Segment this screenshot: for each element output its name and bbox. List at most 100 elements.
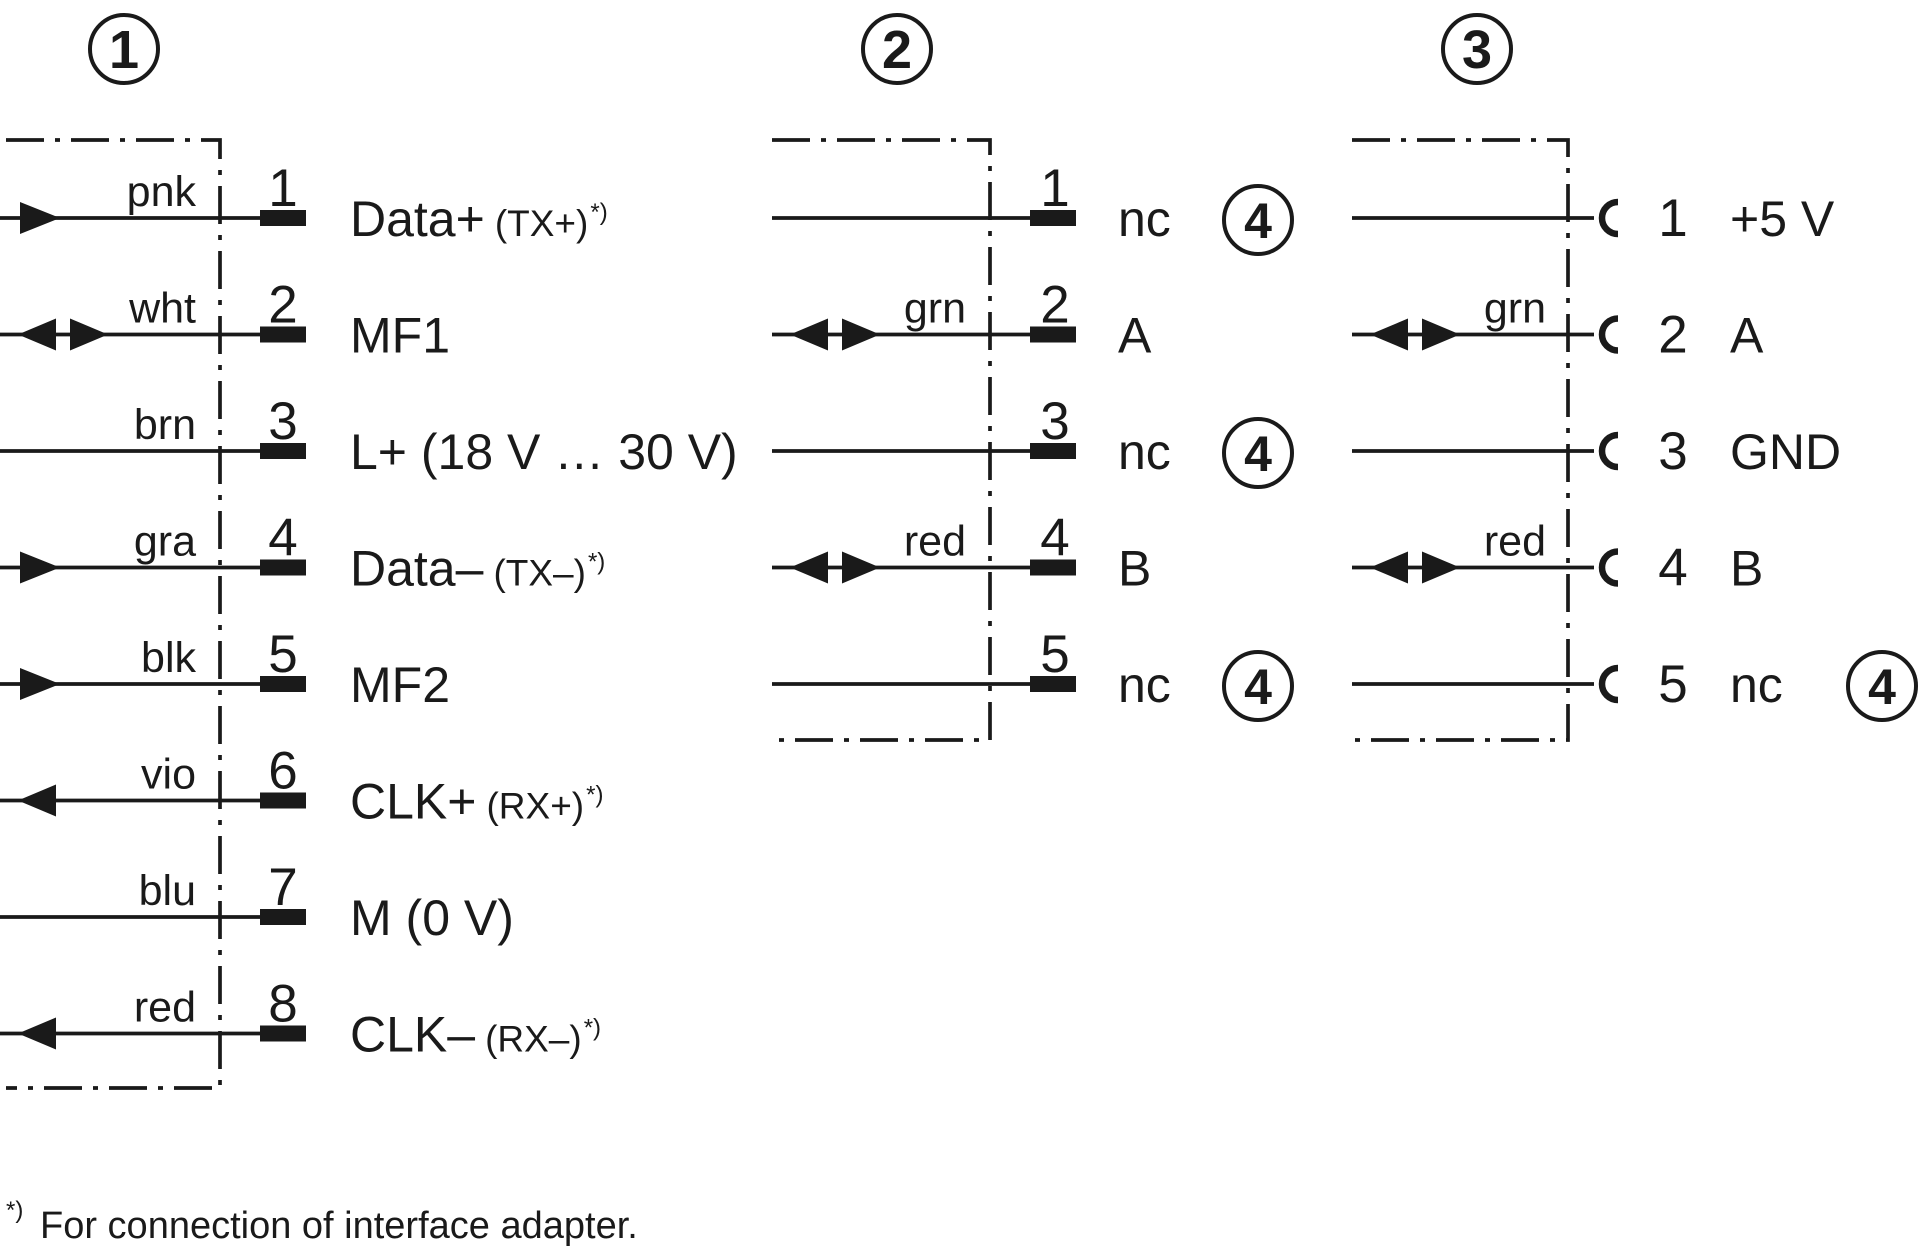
arrow-left-icon [1370,551,1408,584]
arrow-left-icon [18,318,56,351]
signal-label: MF2 [350,657,450,713]
signal-name: A [1730,308,1764,364]
pin-contact [260,326,306,343]
signal-name: nc [1118,424,1171,480]
header-connector-2: 2 [861,13,933,85]
header-circle-2 [861,13,933,85]
signal-name: CLK+(RX+)*) [350,774,603,830]
footnote-text: For connection of interface adapter. [40,1205,638,1247]
reference-marker: 4 [1222,650,1294,722]
pin-number: 1 [268,159,297,218]
arrow-left-icon [18,784,56,817]
arrow-right-icon [70,318,108,351]
signal-label: M (0 V) [350,890,514,946]
arrow-right-icon [842,551,880,584]
header-number-3: 3 [1462,20,1492,80]
pin-contact [260,792,306,809]
marker-circle [1222,417,1294,489]
pin-number: 6 [268,742,297,801]
header-circle-3 [1441,13,1513,85]
signal-name: Data–(TX–)*) [350,541,605,597]
signal-name: MF2 [350,657,450,713]
signal-name: nc [1730,657,1783,713]
connector-3-frame [1352,138,1570,742]
signal-name: nc [1118,657,1171,713]
pin-contact [260,676,306,692]
marker-number: 4 [1244,426,1272,482]
pin-number: 4 [1040,509,1069,568]
pin-number: 1 [1658,189,1687,248]
pin-contact [260,559,306,576]
wire-color-label: brn [134,401,196,449]
connector-3-pin-3: 3 GND [1352,422,1841,481]
wire-color-label: grn [904,285,966,333]
arrow-right-icon [20,668,60,700]
arrow-left-icon [790,551,828,584]
header-circle-1 [88,13,160,85]
signal-name: CLK–(RX–)*) [350,1007,601,1063]
pin-contact [1030,559,1076,576]
wire-color-label: vio [141,751,196,799]
pin-number: 1 [1040,159,1069,218]
wire-color-label: wht [128,285,196,333]
pin-number: 5 [268,625,297,684]
marker-circle [1846,650,1918,722]
signal-name: B [1118,541,1151,597]
socket-contact-icon [1598,315,1619,354]
pin-number: 4 [1658,539,1687,598]
pin-number: 5 [1040,625,1069,684]
reference-marker: 4 [1222,417,1294,489]
arrow-left-icon [790,318,828,351]
pin-number: 2 [1658,306,1687,365]
reference-marker: 4 [1846,650,1918,722]
footnote-mark: *) [6,1197,23,1224]
arrow-right-icon [1422,551,1460,584]
connector-2-pin-5: 5 nc 4 [772,625,1294,722]
arrow-left-icon [18,1017,56,1050]
pin-number: 8 [268,975,297,1034]
marker-circle [1222,650,1294,722]
pin-number: 3 [1658,422,1687,481]
pin-number: 4 [268,509,297,568]
signal-note: (TX–) [493,553,586,594]
header-number-1: 1 [109,20,139,80]
wire-color-label: gra [134,518,196,566]
signal-name: GND [1730,424,1841,480]
wire-color-label: blk [141,634,196,682]
signal-label: Data– [350,541,484,597]
reference-marker: 4 [1222,184,1294,256]
wire-color-label: pnk [127,168,197,216]
pin-contact [260,443,306,459]
wire-color-label: red [134,984,196,1032]
signal-label: MF1 [350,308,450,364]
connector-3-pin-1: 1+5 V [1352,189,1835,248]
pin-number: 2 [268,276,297,335]
arrow-right-icon [20,551,60,584]
connector-2-frame [772,138,992,742]
header-number-2: 2 [882,20,912,80]
signal-label: L+ (18 V … 30 V) [350,424,738,480]
signal-name: B [1730,541,1763,597]
marker-circle [1222,184,1294,256]
footnote: *) For connection of interface adapter. [6,1197,638,1247]
pin-contact [1030,676,1076,692]
pin-contact [1030,210,1076,226]
marker-number: 4 [1244,193,1272,249]
